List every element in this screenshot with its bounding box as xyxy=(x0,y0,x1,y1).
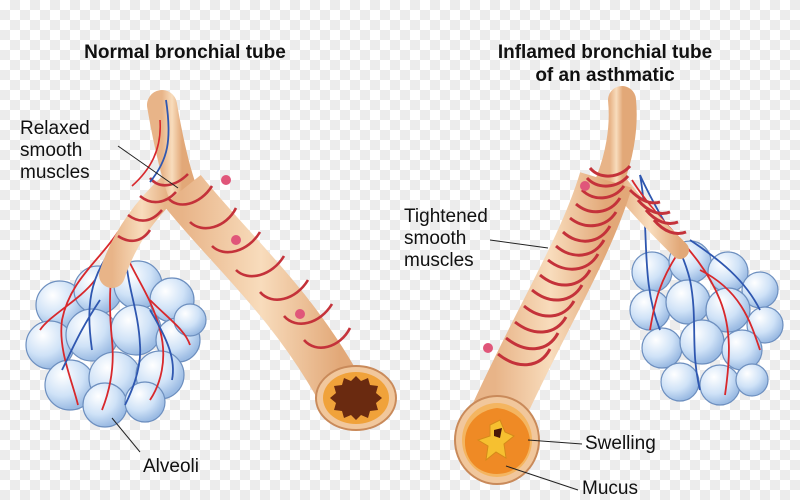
relaxed-label-line1: Relaxed xyxy=(20,118,90,139)
inflamed-tube-title-line1: Inflamed bronchial tube xyxy=(497,42,713,63)
alveoli-label: Alveoli xyxy=(143,456,199,477)
muscle-node xyxy=(580,181,590,191)
inflamed-tube-title-line2: of an asthmatic xyxy=(535,65,675,86)
tightened-muscle-bands xyxy=(497,164,687,367)
swelling-label: Swelling xyxy=(585,433,656,454)
alveoli-cluster-right xyxy=(629,240,784,406)
tightened-label-line1: Tightened xyxy=(404,206,488,227)
tightened-label-line2: smooth xyxy=(404,228,467,249)
mucus-label: Mucus xyxy=(582,478,638,499)
tightened-label-line3: muscles xyxy=(404,250,474,271)
normal-tube-title: Normal bronchial tube xyxy=(84,42,286,63)
muscle-node xyxy=(295,309,305,319)
muscle-node xyxy=(221,175,231,185)
muscle-node xyxy=(483,343,493,353)
relaxed-smooth-muscles-label: Relaxed smooth muscles xyxy=(20,118,90,184)
tightened-smooth-muscles-label: Tightened smooth muscles xyxy=(404,206,488,272)
inflamed-tube-opening xyxy=(454,395,540,485)
normal-bronchial-tube xyxy=(25,90,397,431)
normal-tube-opening xyxy=(315,365,397,431)
relaxed-muscle-bands xyxy=(117,173,352,349)
inflamed-bronchial-tube xyxy=(454,86,784,485)
relaxed-label-line2: smooth xyxy=(20,140,83,161)
mucus xyxy=(476,419,515,462)
pointer-lines xyxy=(111,145,583,491)
muscle-node xyxy=(231,235,241,245)
relaxed-label-line3: muscles xyxy=(20,162,90,183)
inflamed-tube-title: Inflamed bronchial tube of an asthmatic xyxy=(455,41,755,87)
